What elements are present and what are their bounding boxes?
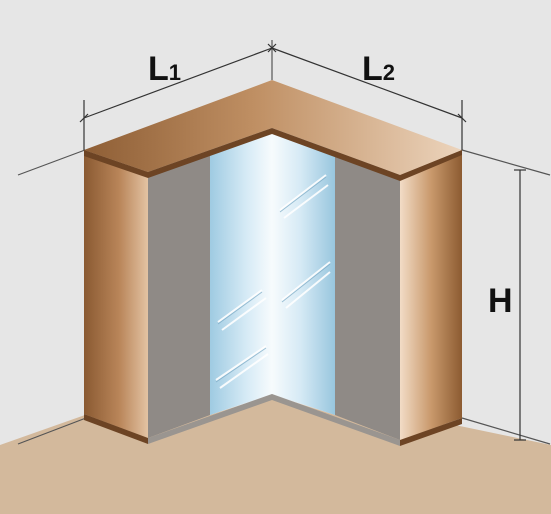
left-gray-panel <box>148 150 210 438</box>
label-l2-main: L <box>362 50 383 88</box>
left-mirror-door <box>210 128 272 415</box>
mirror-reflections <box>215 174 331 389</box>
right-wall-bottom-line <box>461 417 551 445</box>
label-l1-sub: 1 <box>169 60 181 85</box>
dimension-h <box>514 169 526 441</box>
left-end-panel <box>84 150 148 438</box>
top-panel-edge <box>84 128 462 181</box>
plinth-right <box>272 394 400 446</box>
right-mirror-door <box>272 128 335 415</box>
left-wall-bottom-line <box>17 417 87 445</box>
top-panel <box>84 80 462 175</box>
right-wall-top-line <box>461 149 551 176</box>
right-end-base <box>400 418 462 446</box>
right-gray-panel <box>335 150 400 440</box>
label-l2: L2 <box>362 50 395 88</box>
label-h: H <box>488 282 513 320</box>
label-l1: L1 <box>148 50 181 88</box>
left-wall-top-line <box>17 149 86 176</box>
dimension-l2 <box>267 43 467 150</box>
plinth-left <box>148 394 272 444</box>
right-end-panel <box>400 150 462 440</box>
label-l1-main: L <box>148 50 169 88</box>
left-end-base <box>84 414 148 444</box>
label-l2-sub: 2 <box>383 60 395 85</box>
